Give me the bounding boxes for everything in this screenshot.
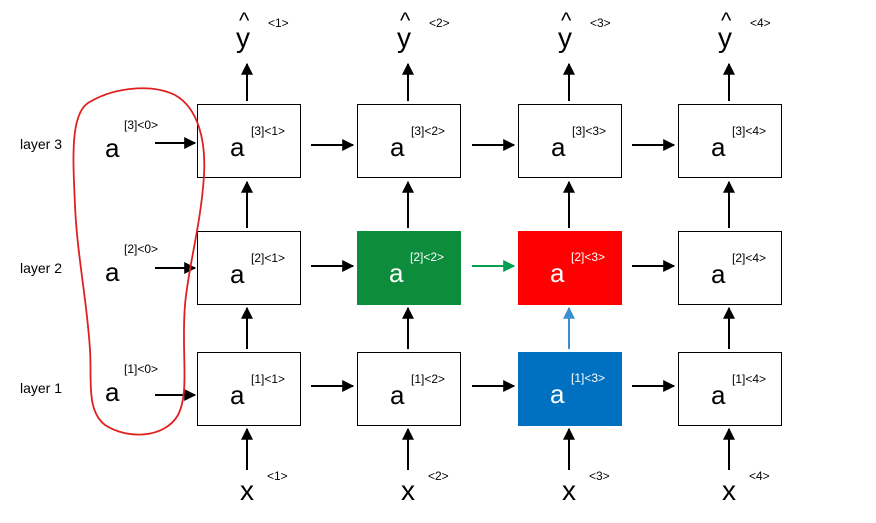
cell-layer2-t1: a [2]<1> <box>197 231 301 305</box>
hat-symbol: ^ <box>239 8 250 33</box>
cell-layer2-t2-highlighted-green: a [2]<2> <box>357 231 461 305</box>
input-x-t2: x <2> <box>401 465 511 509</box>
output-symbol: y <box>718 22 732 53</box>
cell-symbol: a <box>390 132 405 162</box>
cell-layer3-t1: a [3]<1> <box>197 104 301 178</box>
output-symbol: y <box>236 22 250 53</box>
hat-symbol: ^ <box>400 8 411 33</box>
output-yhat-t3: ^ y <3> <box>558 6 658 56</box>
cell-superscript: [2]<4> <box>732 251 767 265</box>
input-x-t3: x <3> <box>562 465 672 509</box>
input-symbol: x <box>562 475 576 506</box>
input-symbol: x <box>722 475 736 506</box>
cell-symbol: a <box>711 380 726 410</box>
cell-symbol: a <box>230 132 245 162</box>
input-symbol: x <box>240 475 254 506</box>
init-superscript: [2]<0> <box>124 242 159 256</box>
cell-layer3-t3: a [3]<3> <box>518 104 622 178</box>
cell-layer1-t4: a [1]<4> <box>678 352 782 426</box>
output-symbol: y <box>397 22 411 53</box>
init-symbol: a <box>105 133 120 163</box>
cell-superscript: [2]<2> <box>410 250 445 264</box>
init-activation-layer-3: a [3]<0> <box>105 118 195 168</box>
cell-symbol: a <box>551 132 566 162</box>
cell-superscript: [1]<4> <box>732 372 767 386</box>
cell-symbol: a <box>550 258 565 288</box>
init-symbol: a <box>105 257 120 287</box>
layer-2-label: layer 2 <box>20 260 63 276</box>
cell-symbol: a <box>390 380 405 410</box>
cell-layer3-t4: a [3]<4> <box>678 104 782 178</box>
cell-layer1-t1: a [1]<1> <box>197 352 301 426</box>
input-x-t1: x <1> <box>240 465 350 509</box>
input-symbol: x <box>401 475 415 506</box>
layer-1-label: layer 1 <box>20 380 63 396</box>
cell-symbol: a <box>230 259 245 289</box>
input-superscript: <2> <box>428 469 449 483</box>
input-superscript: <1> <box>267 469 288 483</box>
output-superscript: <3> <box>590 16 611 30</box>
annotation-circle <box>72 87 206 436</box>
cell-layer1-t3-highlighted-blue: a [1]<3> <box>518 352 622 426</box>
cell-superscript: [1]<1> <box>251 372 286 386</box>
hat-symbol: ^ <box>721 8 732 33</box>
cell-superscript: [3]<4> <box>732 124 767 138</box>
output-superscript: <4> <box>750 16 771 30</box>
output-yhat-t4: ^ y <4> <box>718 6 818 56</box>
init-symbol: a <box>105 377 120 407</box>
output-yhat-t1: ^ y <1> <box>236 6 336 56</box>
input-x-t4: x <4> <box>722 465 832 509</box>
cell-layer2-t3-highlighted-red: a [2]<3> <box>518 231 622 305</box>
output-superscript: <2> <box>429 16 450 30</box>
cell-layer3-t2: a [3]<2> <box>357 104 461 178</box>
cell-superscript: [3]<1> <box>251 124 286 138</box>
input-superscript: <3> <box>589 469 610 483</box>
cell-superscript: [3]<3> <box>572 124 607 138</box>
init-activation-layer-2: a [2]<0> <box>105 242 195 292</box>
layer-3-label: layer 3 <box>20 136 63 152</box>
cell-symbol: a <box>711 259 726 289</box>
cell-symbol: a <box>711 132 726 162</box>
cell-layer1-t2: a [1]<2> <box>357 352 461 426</box>
hat-symbol: ^ <box>561 8 572 33</box>
cell-symbol: a <box>230 380 245 410</box>
init-superscript: [3]<0> <box>124 118 159 132</box>
output-yhat-t2: ^ y <2> <box>397 6 497 56</box>
cell-layer2-t4: a [2]<4> <box>678 231 782 305</box>
cell-superscript: [2]<3> <box>571 250 606 264</box>
init-activation-layer-1: a [1]<0> <box>105 362 195 412</box>
cell-symbol: a <box>550 379 565 409</box>
cell-superscript: [1]<3> <box>571 371 606 385</box>
init-superscript: [1]<0> <box>124 362 159 376</box>
input-superscript: <4> <box>749 469 770 483</box>
cell-superscript: [2]<1> <box>251 251 286 265</box>
output-symbol: y <box>558 22 572 53</box>
cell-superscript: [1]<2> <box>411 372 446 386</box>
cell-superscript: [3]<2> <box>411 124 446 138</box>
output-superscript: <1> <box>268 16 289 30</box>
cell-symbol: a <box>389 258 404 288</box>
